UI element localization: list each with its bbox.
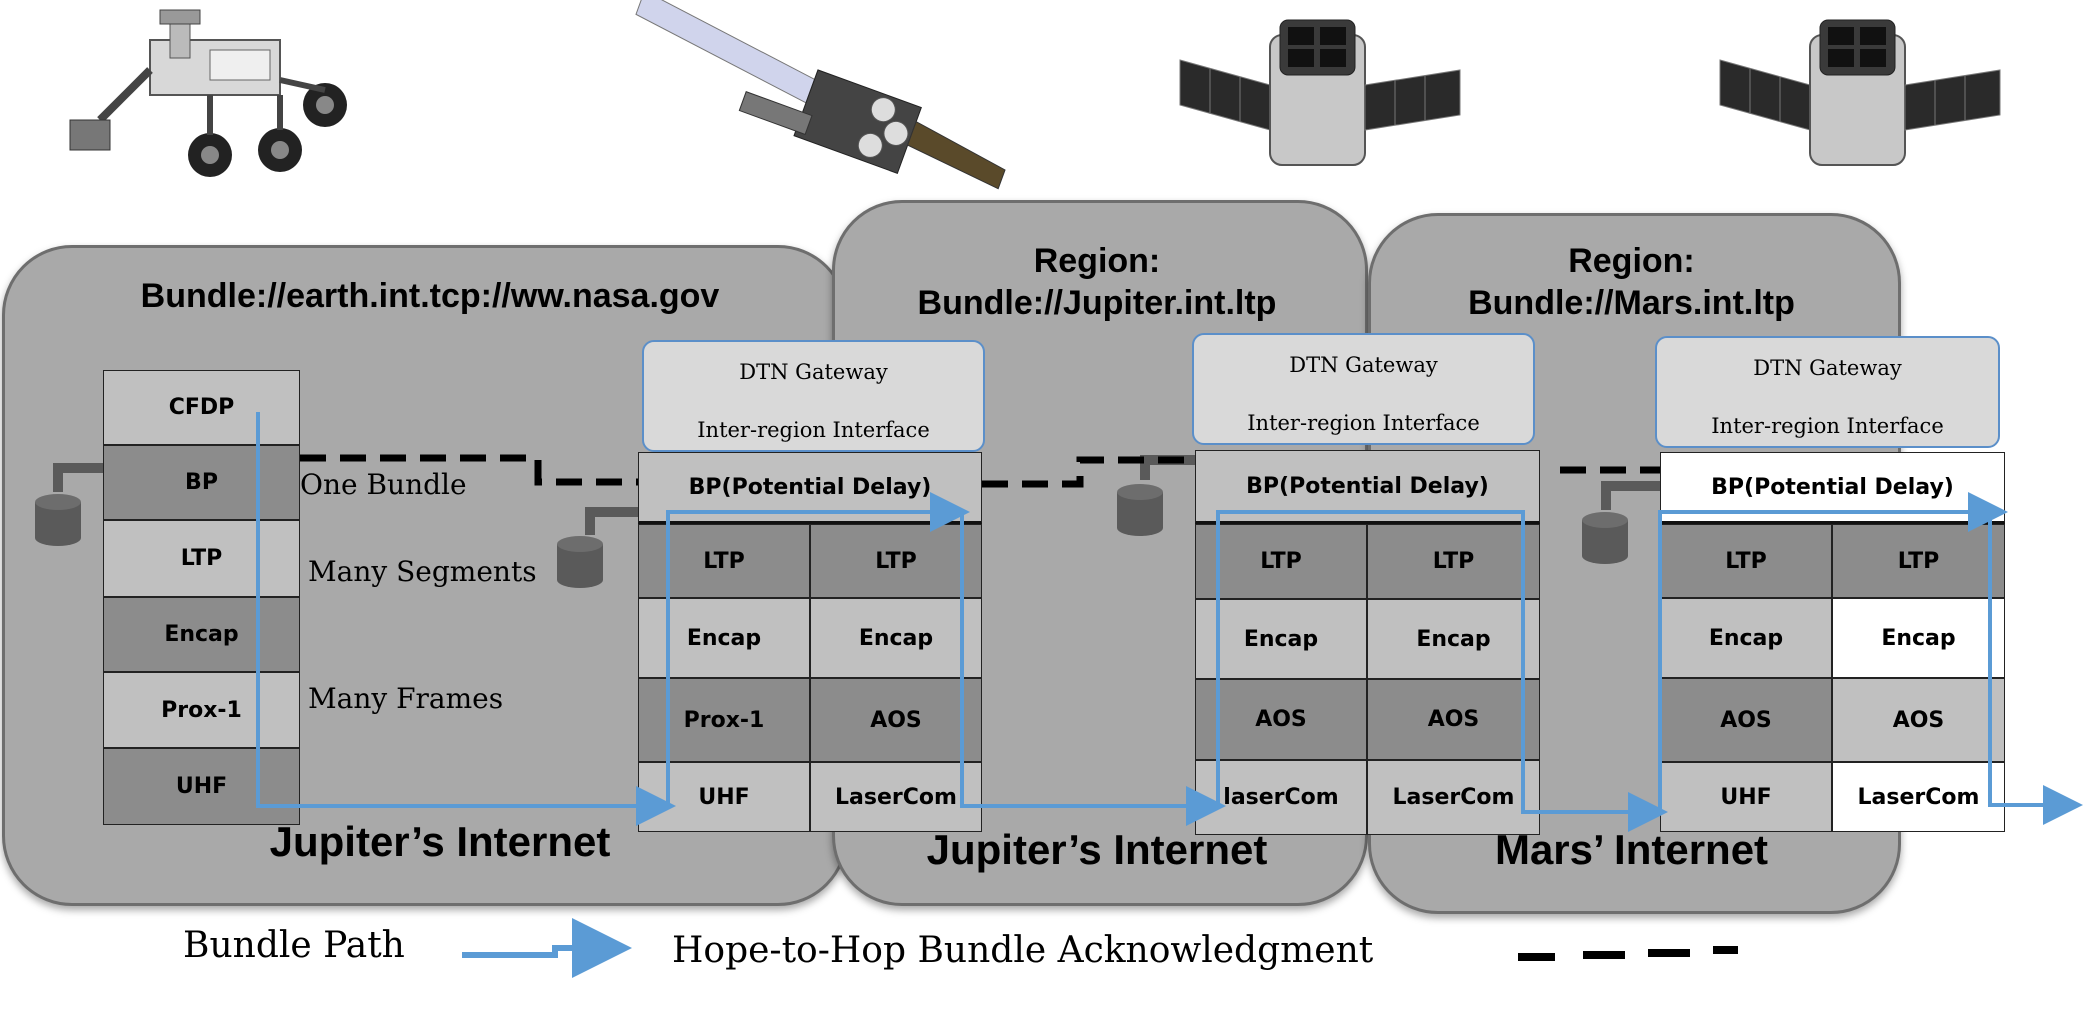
gateway-1-box: DTN Gateway Inter-region Interface — [642, 340, 985, 452]
legend-acknowledgment-label: Hope-to-Hop Bundle Acknowledgment — [672, 930, 1374, 971]
gateway-2-left-encap: Encap — [1195, 599, 1367, 679]
gateway-3-right-ltp: LTP — [1832, 524, 2005, 598]
gateway-1-right-ltp: LTP — [810, 524, 982, 598]
gateway-3-title: DTN Gateway — [1753, 356, 1902, 380]
gateway-1-title: DTN Gateway — [739, 360, 888, 384]
gateway-3-right-aos: AOS — [1832, 678, 2005, 762]
gateway-3-bp: BP(Potential Delay) — [1660, 452, 2005, 524]
earth-stack-ltp: LTP — [103, 520, 300, 597]
earth-region-name: Jupiter’s Internet — [269, 818, 611, 865]
gateway-2-right-aos: AOS — [1367, 679, 1540, 760]
gateway-2-right-encap: Encap — [1367, 599, 1540, 679]
gateway-2-left-lasercom: laserCom — [1195, 760, 1367, 835]
gateway-2-subtitle: Inter-region Interface — [1247, 411, 1480, 435]
gateway-3-subtitle: Inter-region Interface — [1711, 414, 1944, 438]
legend-ack-dashes — [1518, 946, 1738, 961]
gateway-1-left-encap: Encap — [638, 598, 810, 678]
gateway-1-left-uhf: UHF — [638, 762, 810, 832]
gateway-3-left-uhf: UHF — [1660, 762, 1832, 832]
gateway-2-right-ltp: LTP — [1367, 524, 1540, 599]
earth-stack-uhf: UHF — [103, 748, 300, 825]
gateway-1-bp: BP(Potential Delay) — [638, 452, 982, 524]
gateway-1-left-prox1: Prox-1 — [638, 678, 810, 762]
gateway-3-right-encap: Encap — [1832, 598, 2005, 678]
gateway-3-left-encap: Encap — [1660, 598, 1832, 678]
earth-stack-bp: BP — [103, 445, 300, 520]
gateway-1-right-lasercom: LaserCom — [810, 762, 982, 832]
gateway-3-left-ltp: LTP — [1660, 524, 1832, 598]
legend-bundle-path-arrow — [462, 918, 632, 978]
gateway-2-title: DTN Gateway — [1289, 353, 1438, 377]
gateway-2-right-lasercom: LaserCom — [1367, 760, 1540, 835]
gateway-3-right-lasercom: LaserCom — [1832, 762, 2005, 832]
earth-region-title: Bundle://earth.int.tcp://ww.nasa.gov — [140, 277, 720, 315]
earth-stack-cfdp: CFDP — [103, 370, 300, 445]
many-segments-label: Many Segments — [308, 555, 537, 588]
gateway-2-left-ltp: LTP — [1195, 524, 1367, 599]
jupiter-region-title-line1: Region: — [1033, 242, 1161, 280]
many-frames-label: Many Frames — [308, 682, 504, 715]
gateway-2-bp: BP(Potential Delay) — [1195, 450, 1540, 524]
gateway-1-right-aos: AOS — [810, 678, 982, 762]
one-bundle-label: One Bundle — [300, 468, 467, 501]
gateway-1-subtitle: Inter-region Interface — [697, 418, 930, 442]
gateway-3-box: DTN Gateway Inter-region Interface — [1655, 336, 2000, 448]
gateway-1-right-encap: Encap — [810, 598, 982, 678]
mars-region-name: Mars’ Internet — [1494, 826, 1769, 873]
gateway-3-left-aos: AOS — [1660, 678, 1832, 762]
mars-region-title-line2: Bundle://Mars.int.ltp — [1468, 284, 1795, 322]
earth-stack-prox1: Prox-1 — [103, 672, 300, 748]
mars-region-title-line1: Region: — [1568, 242, 1695, 280]
gateway-1-left-ltp: LTP — [638, 524, 810, 598]
legend-bundle-path-label: Bundle Path — [183, 925, 405, 966]
earth-stack-encap: Encap — [103, 597, 300, 672]
jupiter-region-title-line2: Bundle://Jupiter.int.ltp — [917, 284, 1277, 322]
gateway-2-box: DTN Gateway Inter-region Interface — [1192, 333, 1535, 445]
gateway-2-left-aos: AOS — [1195, 679, 1367, 760]
